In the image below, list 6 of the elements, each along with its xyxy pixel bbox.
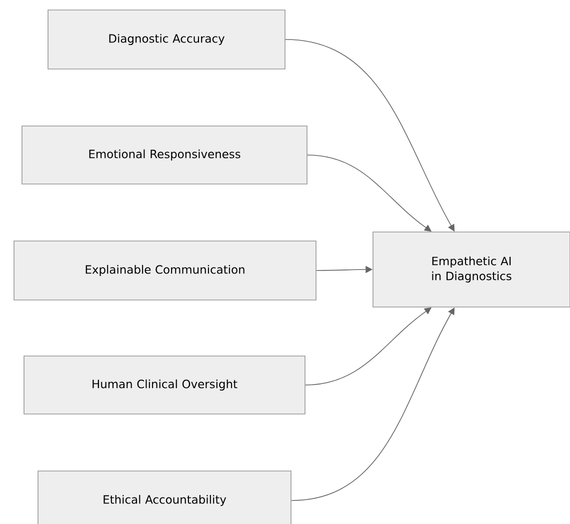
process-box: Diagnostic Accuracy: [48, 10, 286, 70]
process-box: Empathetic AI in Diagnostics: [372, 232, 570, 308]
process-box: Ethical Accountability: [38, 470, 292, 524]
process-box: Human Clinical Oversight: [24, 356, 306, 414]
process-box: Emotional Responsiveness: [22, 126, 308, 184]
process-box: Explainable Communication: [14, 240, 316, 300]
